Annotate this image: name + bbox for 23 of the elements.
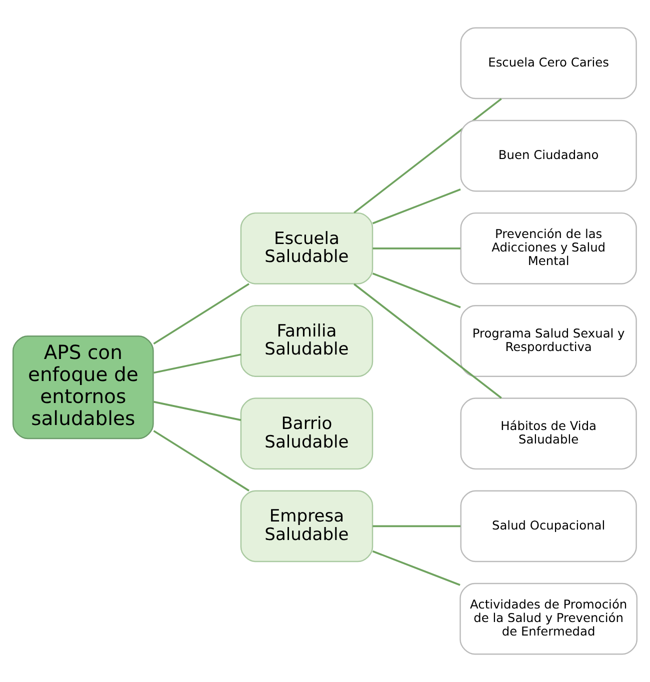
node-box: Salud Ocupacional: [460, 490, 637, 562]
connector: [153, 283, 250, 344]
connector: [372, 550, 460, 586]
node-box: Escuela Saludable: [240, 212, 374, 284]
connector: [154, 400, 242, 421]
connector: [372, 247, 460, 250]
node-box: Buen Ciudadano: [460, 120, 637, 192]
connector: [354, 98, 502, 214]
connector: [372, 188, 461, 224]
connector: [354, 283, 502, 399]
node-box: Barrio Saludable: [240, 398, 374, 470]
node-box: Hábitos de Vida Saludable: [460, 398, 637, 470]
node-box: Prevención de las Adicciones y Salud Mental: [460, 212, 637, 284]
connector: [372, 525, 460, 528]
connector: [153, 430, 250, 492]
node-box: Empresa Saludable: [240, 490, 374, 562]
node-box: Actividades de Promoción de la Salud y Prevención de Enfermedad: [460, 582, 638, 655]
node-box: Escuela Cero Caries: [460, 27, 637, 100]
node-box: Familia Saludable: [240, 305, 374, 377]
node-box: Programa Salud Sexual y Resporductiva: [460, 305, 637, 377]
connector: [372, 272, 461, 308]
node-box: APS con enfoque de entornos saludables: [12, 336, 154, 440]
connector: [154, 354, 242, 374]
